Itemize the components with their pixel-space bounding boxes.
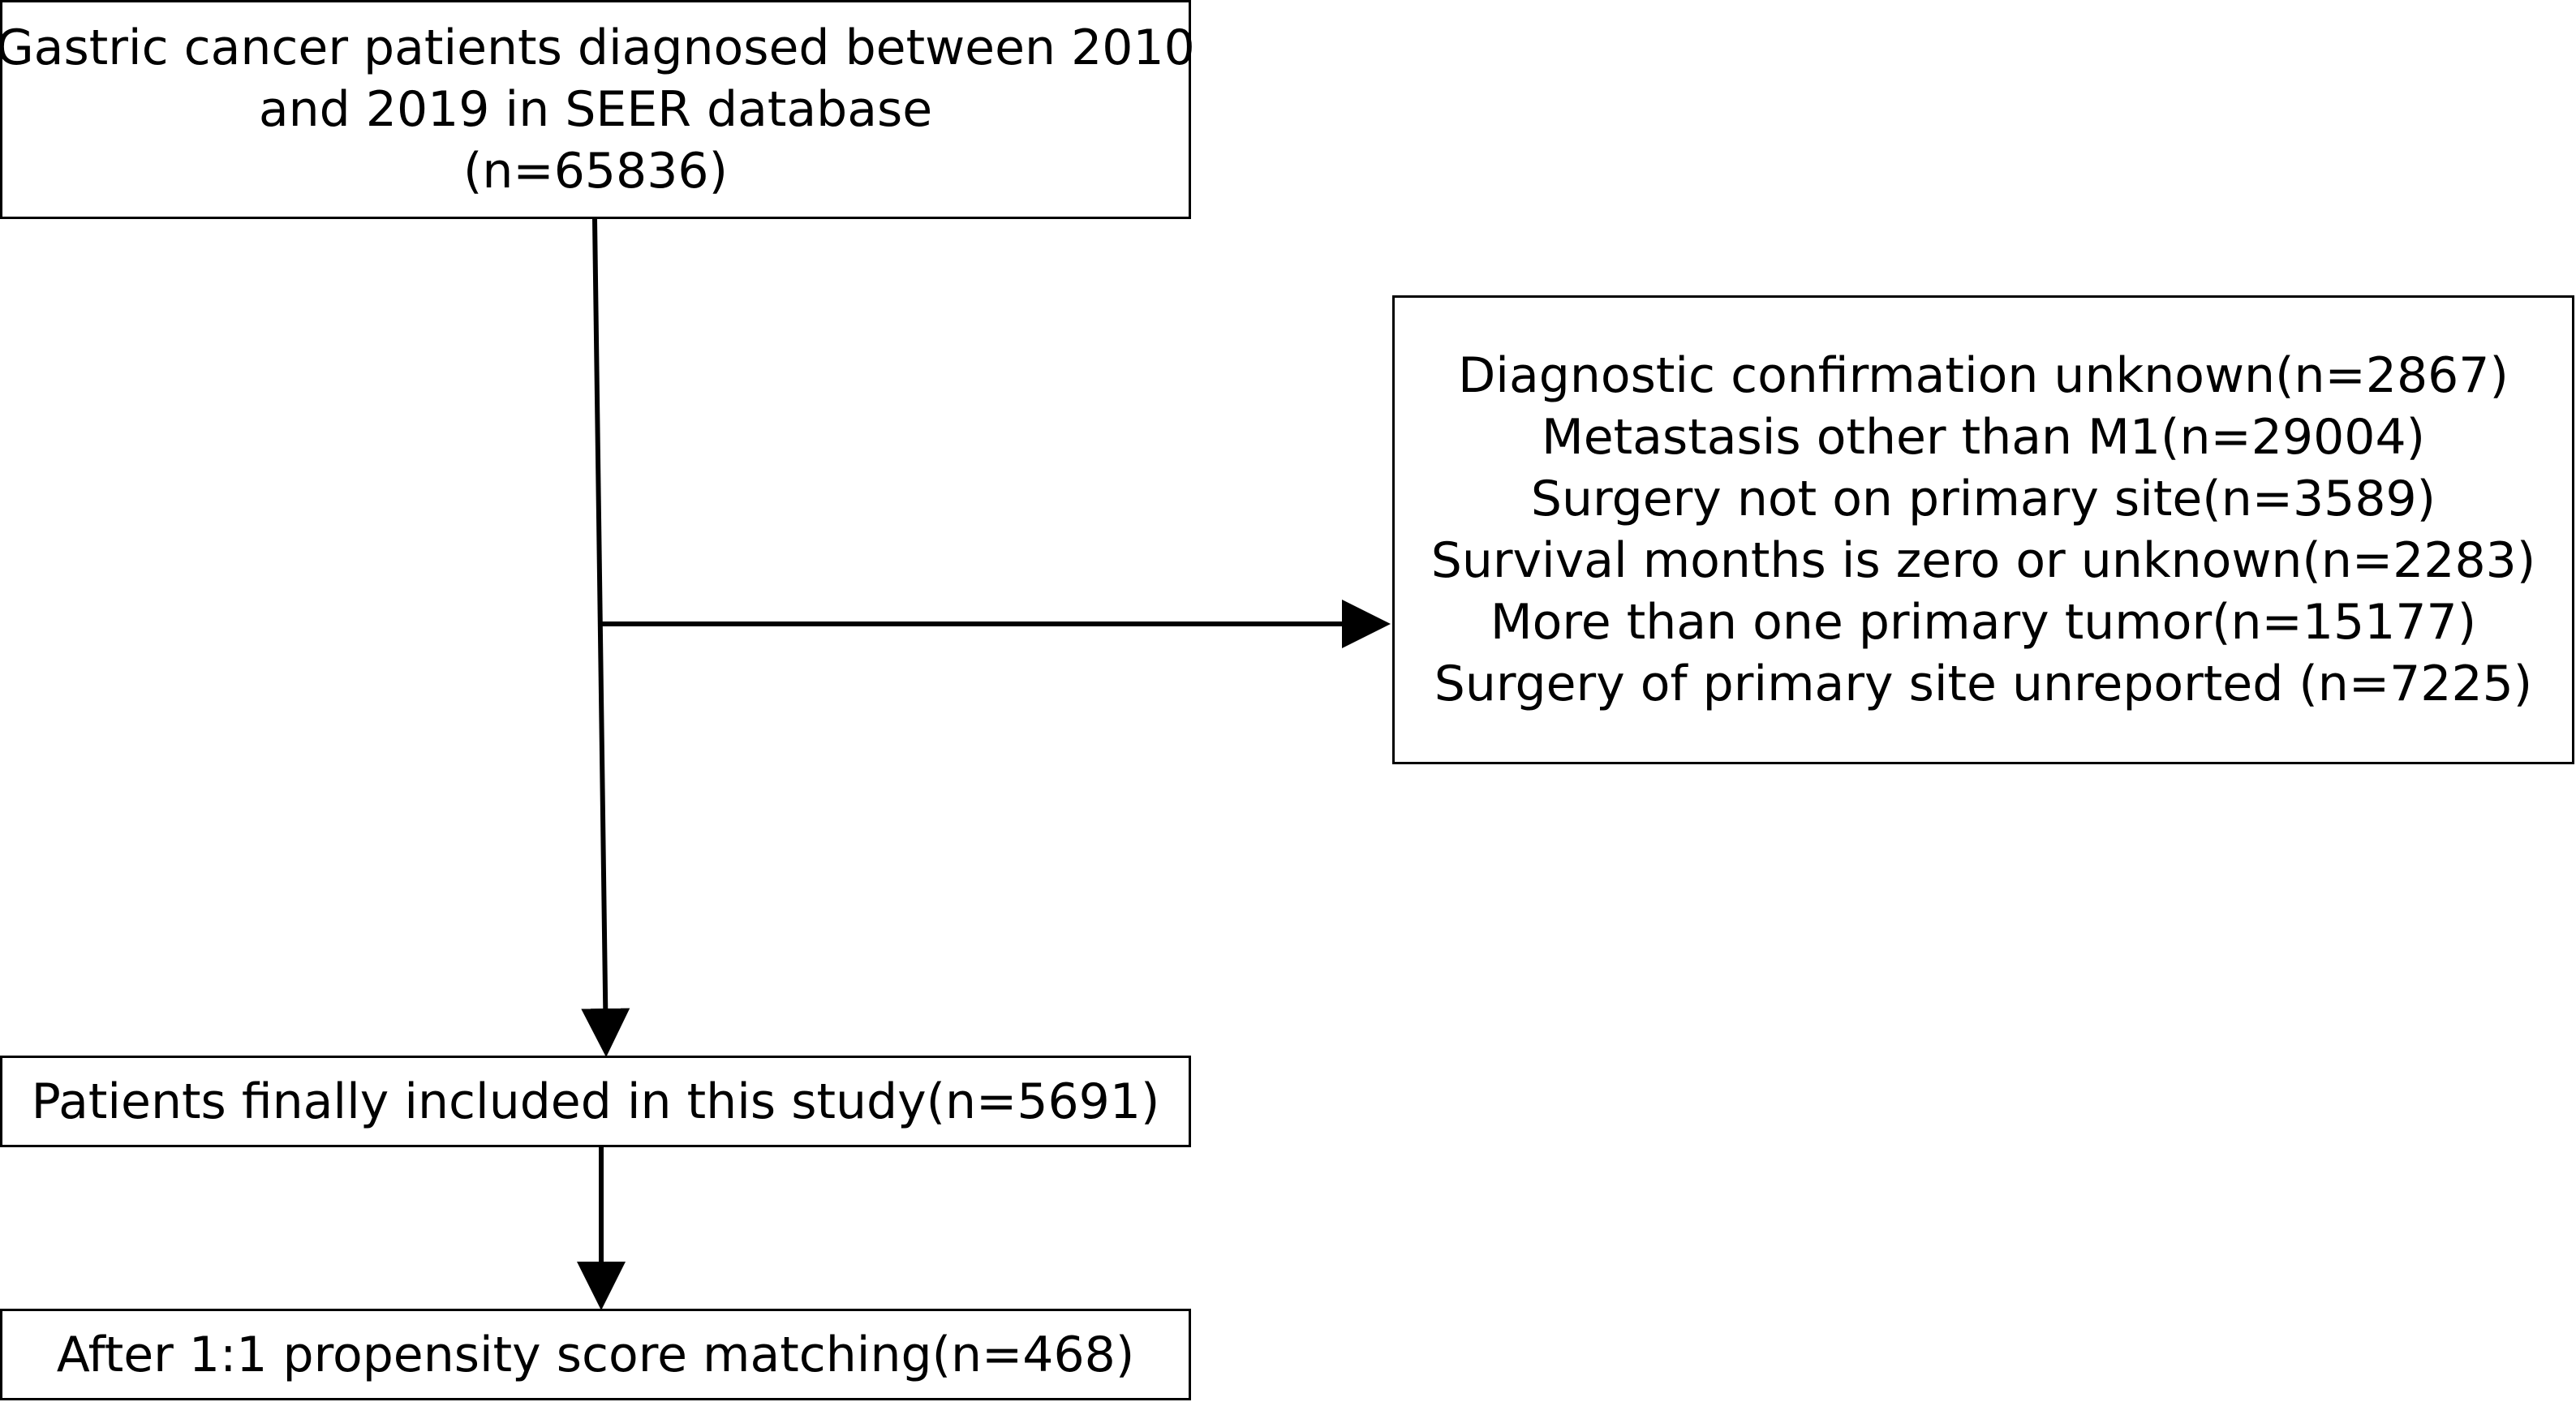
included-label: Patients finally included in this study(… xyxy=(31,1073,1160,1130)
exclusion-line-5: More than one primary tumor(n=15177) xyxy=(1490,594,2477,651)
exclusion-criteria-box: Diagnostic confirmation unknown(n=2867) … xyxy=(1392,295,2574,764)
source-line-1: Gastric cancer patients diagnosed betwee… xyxy=(0,19,1195,76)
source-line-3: (n=65836) xyxy=(463,143,728,200)
source-population-box: Gastric cancer patients diagnosed betwee… xyxy=(0,0,1195,219)
exclusion-line-4: Survival months is zero or unknown(n=228… xyxy=(1430,532,2536,589)
exclusion-line-3: Surgery not on primary site(n=3589) xyxy=(1530,471,2436,527)
exclusion-line-6: Surgery of primary site unreported (n=72… xyxy=(1434,656,2533,712)
matched-label: After 1:1 propensity score matching(n=46… xyxy=(56,1326,1135,1383)
exclusion-line-2: Metastasis other than M1(n=29004) xyxy=(1541,409,2426,466)
matched-patients-box: After 1:1 propensity score matching(n=46… xyxy=(0,1309,1191,1400)
main-flow-arrow xyxy=(581,218,630,1057)
exclusion-line-1: Diagnostic confirmation unknown(n=2867) xyxy=(1458,347,2509,404)
included-patients-box: Patients finally included in this study(… xyxy=(0,1056,1191,1147)
source-line-2: and 2019 in SEER database xyxy=(258,81,933,138)
